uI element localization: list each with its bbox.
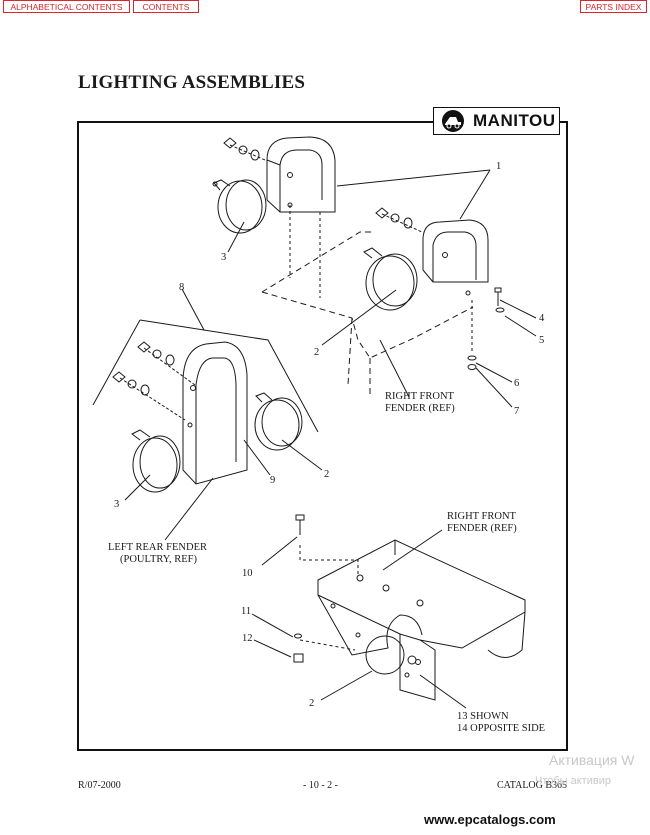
callout-1: 1 bbox=[496, 161, 501, 172]
label-right-front-fender-2a: RIGHT FRONT bbox=[447, 511, 517, 522]
callout-2-lower: 2 bbox=[324, 469, 329, 480]
callout-numbers: 1 3 2 4 5 6 7 8 9 2 3 10 11 12 2 bbox=[114, 161, 545, 709]
lamp-2-lower bbox=[254, 392, 303, 451]
lamp-housing-top-right bbox=[422, 219, 489, 296]
manitou-logo: MANITOU bbox=[433, 107, 560, 135]
hardware-items-4-7 bbox=[467, 287, 505, 370]
hardware-left-rear bbox=[112, 341, 196, 421]
callout-9: 9 bbox=[270, 475, 275, 486]
label-left-rear-fender-a: LEFT REAR FENDER bbox=[108, 542, 207, 553]
callout-3-lower: 3 bbox=[114, 499, 119, 510]
alphabetical-contents-button[interactable]: ALPHABETICAL CONTENTS bbox=[3, 0, 130, 13]
callout-3-top: 3 bbox=[221, 252, 226, 263]
footer-page-number: - 10 - 2 - bbox=[303, 780, 338, 791]
label-shown-note-b: 14 OPPOSITE SIDE bbox=[457, 723, 545, 734]
hardware-items-10-12 bbox=[293, 514, 359, 663]
contents-button[interactable]: CONTENTS bbox=[133, 0, 199, 13]
label-right-front-fender-1a: RIGHT FRONT bbox=[385, 391, 455, 402]
diagram-frame bbox=[77, 121, 568, 751]
callout-7: 7 bbox=[514, 406, 519, 417]
lamp-housing-left-rear bbox=[182, 341, 248, 485]
mounting-plate-lower bbox=[317, 539, 526, 701]
leader-lines bbox=[124, 169, 537, 709]
callout-5: 5 bbox=[539, 335, 544, 346]
label-right-front-fender-2b: FENDER (REF) bbox=[447, 523, 517, 534]
lamp-3-top bbox=[212, 179, 267, 234]
callout-2-bracket: 2 bbox=[309, 698, 314, 709]
callout-4: 4 bbox=[539, 313, 545, 324]
site-url[interactable]: www.epcatalogs.com bbox=[424, 812, 556, 827]
hardware-top-left bbox=[223, 137, 266, 161]
callout-8: 8 bbox=[179, 282, 184, 293]
activation-watermark-line2: Чтобы активир bbox=[535, 775, 611, 787]
forklift-icon bbox=[442, 110, 464, 132]
hardware-top-right bbox=[375, 207, 423, 233]
label-shown-note-a: 13 SHOWN bbox=[457, 711, 509, 722]
callout-12: 12 bbox=[242, 633, 253, 644]
activation-watermark-line1: Активация W bbox=[549, 752, 635, 768]
brand-name: MANITOU bbox=[473, 111, 556, 130]
lamp-3-lower bbox=[131, 429, 181, 493]
label-left-rear-fender-b: (POULTRY, REF) bbox=[120, 554, 198, 565]
callout-11: 11 bbox=[241, 606, 251, 617]
footer-revision: R/07-2000 bbox=[78, 780, 121, 791]
footer-catalog: CATALOG B365 bbox=[497, 780, 568, 791]
parts-index-button[interactable]: PARTS INDEX bbox=[580, 0, 647, 13]
page-title: LIGHTING ASSEMBLIES bbox=[78, 72, 306, 93]
label-right-front-fender-1b: FENDER (REF) bbox=[385, 403, 455, 414]
callout-2-top: 2 bbox=[314, 347, 319, 358]
callout-6: 6 bbox=[514, 378, 519, 389]
callout-10: 10 bbox=[242, 568, 253, 579]
lamp-2-top bbox=[363, 247, 418, 311]
diagram-labels: RIGHT FRONT FENDER (REF) LEFT REAR FENDE… bbox=[108, 391, 545, 734]
lamp-housing-top-left bbox=[266, 136, 336, 213]
right-front-fender-top bbox=[261, 231, 474, 395]
